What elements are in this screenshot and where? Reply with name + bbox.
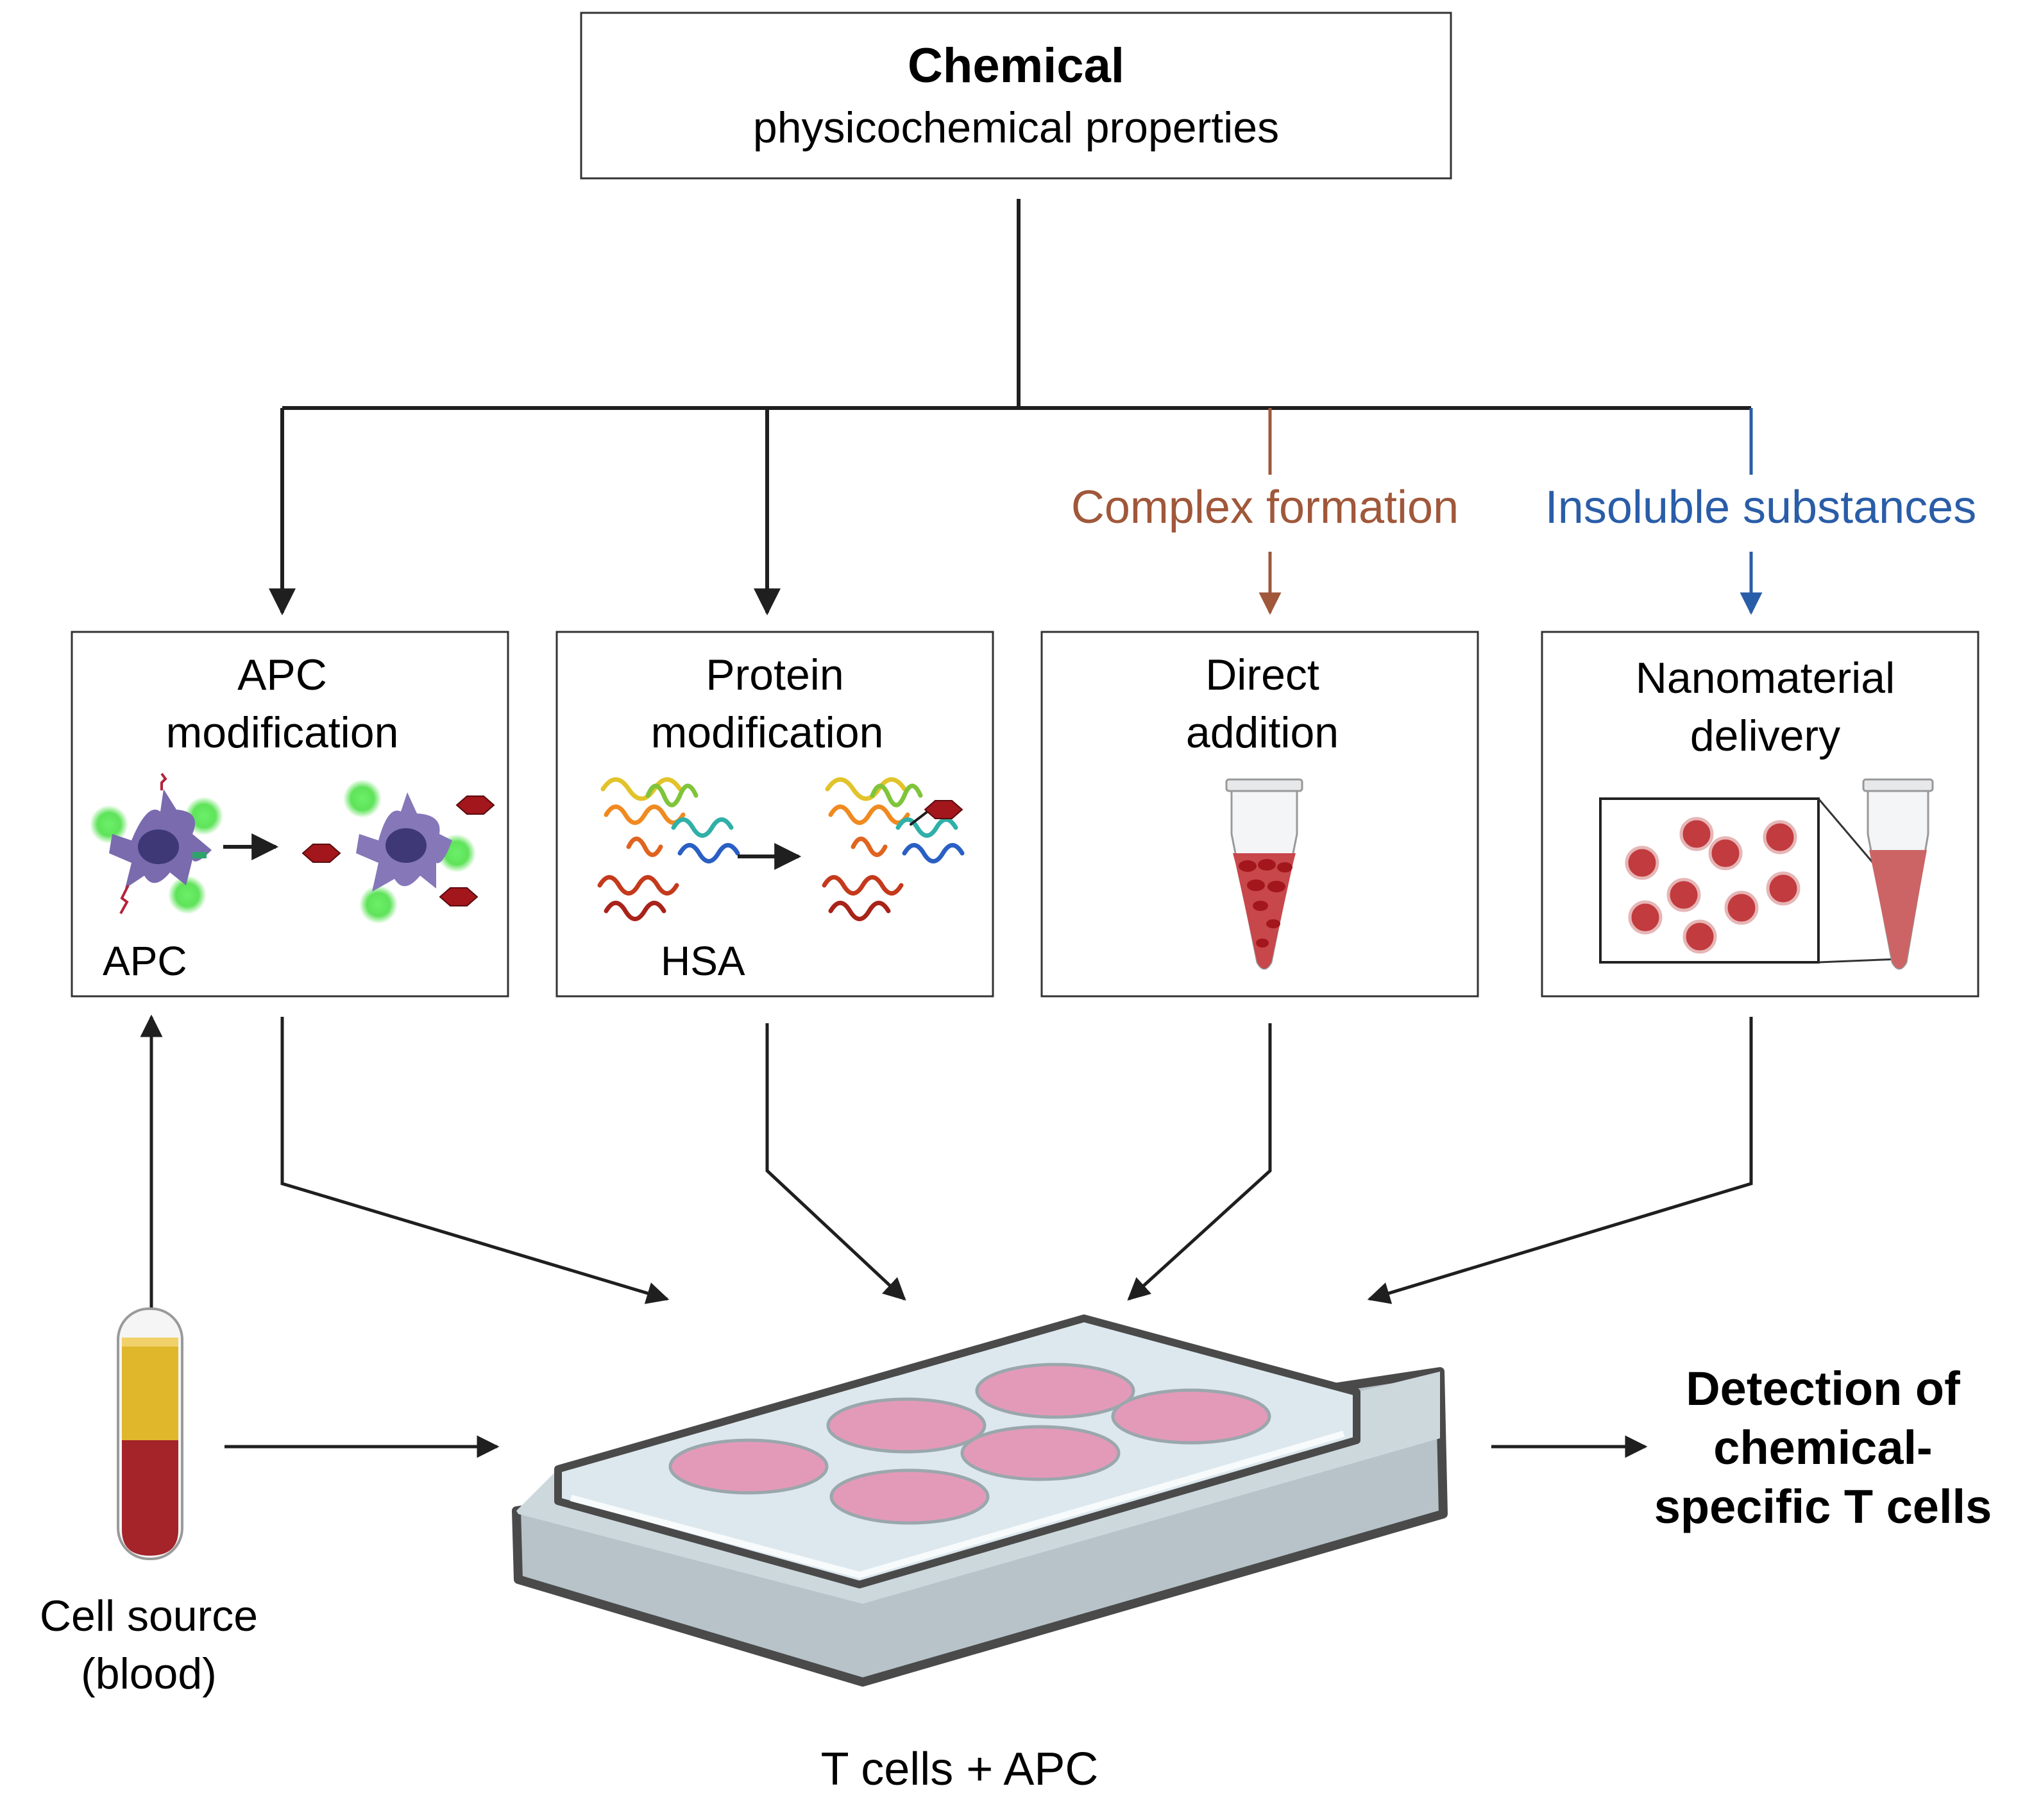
protein-modification-box: Protein modification HSA bbox=[555, 631, 994, 998]
direct-box-line2: addition bbox=[1186, 708, 1339, 757]
apc-sublabel: APC bbox=[103, 938, 187, 984]
hsa-sublabel: HSA bbox=[661, 938, 745, 984]
arrow-nano-to-plate bbox=[1367, 1017, 1753, 1304]
plate-label: T cells + APC bbox=[821, 1744, 1099, 1795]
apc-box-line1: APC bbox=[237, 651, 327, 699]
nanomaterial-delivery-box: Nanomaterial delivery bbox=[1541, 631, 1979, 998]
tube-icon bbox=[1225, 778, 1303, 970]
insoluble-substances-label: Insoluble substances bbox=[1545, 482, 1976, 533]
result-line3: specific T cells bbox=[1654, 1480, 1992, 1533]
arrow-protein-to-plate bbox=[765, 1023, 906, 1301]
arrow-apc-to-plate bbox=[280, 1017, 670, 1304]
detection-result: Detection of chemical- specific T cells bbox=[1654, 1362, 1992, 1533]
chemical-box: Chemical physicochemical properties bbox=[580, 12, 1452, 180]
cell-source-line2: (blood) bbox=[81, 1649, 217, 1698]
protein-structure-icon bbox=[597, 777, 740, 921]
apc-cell-icon bbox=[90, 772, 223, 914]
direct-box-line1: Direct bbox=[1205, 651, 1319, 699]
nano-box-line1: Nanomaterial bbox=[1636, 654, 1895, 702]
blood-tube-icon bbox=[117, 1307, 183, 1560]
branch-connectors bbox=[269, 199, 1751, 616]
result-line2: chemical- bbox=[1713, 1421, 1932, 1474]
apc-modification-box: APC modification APC bbox=[71, 631, 509, 998]
chemical-title: Chemical bbox=[908, 38, 1124, 93]
complex-formation-label: Complex formation bbox=[1071, 482, 1459, 533]
nanoparticle-icon bbox=[1599, 778, 1934, 970]
well-plate-icon bbox=[512, 1314, 1448, 1687]
cell-source-line1: Cell source bbox=[40, 1592, 258, 1640]
arrow-direct-to-plate bbox=[1127, 1023, 1272, 1301]
apc-box-line2: modification bbox=[166, 708, 399, 757]
modified-apc-cell-icon bbox=[301, 779, 495, 924]
chemical-subtitle: physicochemical properties bbox=[753, 103, 1279, 152]
modified-protein-icon bbox=[822, 777, 965, 921]
protein-box-line2: modification bbox=[651, 708, 884, 757]
result-line1: Detection of bbox=[1686, 1362, 1960, 1415]
nano-box-line2: delivery bbox=[1690, 711, 1840, 760]
converging-arrows bbox=[140, 1014, 1753, 1458]
protein-box-line1: Protein bbox=[706, 651, 843, 699]
direct-addition-box: Direct addition bbox=[1040, 631, 1479, 998]
